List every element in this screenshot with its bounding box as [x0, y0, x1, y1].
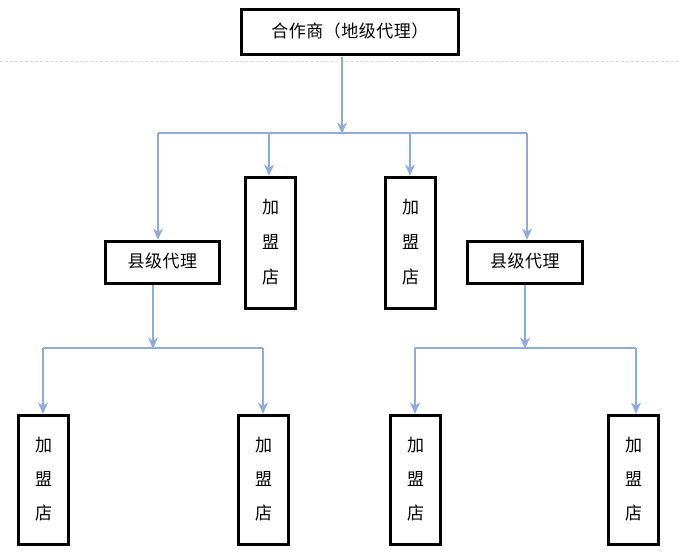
node-franchise-l2-a-char-1: 加 [262, 197, 279, 218]
node-franchise-l3-a-char-2: 盟 [35, 469, 52, 490]
node-franchise-l3-d-char-1: 加 [625, 435, 642, 456]
node-franchise-l2-b[interactable]: 加 盟 店 [384, 176, 437, 310]
node-franchise-l3-d[interactable]: 加 盟 店 [607, 414, 660, 546]
node-franchise-l3-c-char-1: 加 [407, 435, 424, 456]
node-county-agent-right-label: 县级代理 [490, 252, 560, 272]
node-franchise-l2-a-char-2: 盟 [262, 232, 279, 253]
node-franchise-l2-a[interactable]: 加 盟 店 [244, 176, 297, 310]
node-franchise-l3-c[interactable]: 加 盟 店 [389, 414, 442, 546]
node-franchise-l3-b-char-2: 盟 [255, 469, 272, 490]
node-franchise-l3-b-char-3: 店 [255, 503, 272, 524]
node-franchise-l3-c-char-2: 盟 [407, 469, 424, 490]
node-franchise-l3-b[interactable]: 加 盟 店 [237, 414, 290, 546]
node-franchise-l3-a-char-3: 店 [35, 503, 52, 524]
node-franchise-l3-b-char-1: 加 [255, 435, 272, 456]
node-franchise-l2-b-char-1: 加 [402, 197, 419, 218]
node-franchise-l2-a-char-3: 店 [262, 267, 279, 288]
node-franchise-l3-a-char-1: 加 [35, 435, 52, 456]
node-franchise-l3-d-char-2: 盟 [625, 469, 642, 490]
node-county-agent-right[interactable]: 县级代理 [466, 240, 584, 285]
node-franchise-l3-a[interactable]: 加 盟 店 [17, 414, 70, 546]
node-franchise-l2-b-char-2: 盟 [402, 232, 419, 253]
node-partner[interactable]: 合作商（地级代理） [240, 8, 460, 56]
node-county-agent-left-label: 县级代理 [127, 252, 198, 272]
node-franchise-l3-d-char-3: 店 [625, 503, 642, 524]
node-county-agent-left[interactable]: 县级代理 [104, 240, 221, 285]
horizontal-divider [0, 61, 679, 62]
node-franchise-l2-b-char-3: 店 [402, 267, 419, 288]
node-partner-label: 合作商（地级代理） [271, 21, 429, 42]
node-franchise-l3-c-char-3: 店 [407, 503, 424, 524]
